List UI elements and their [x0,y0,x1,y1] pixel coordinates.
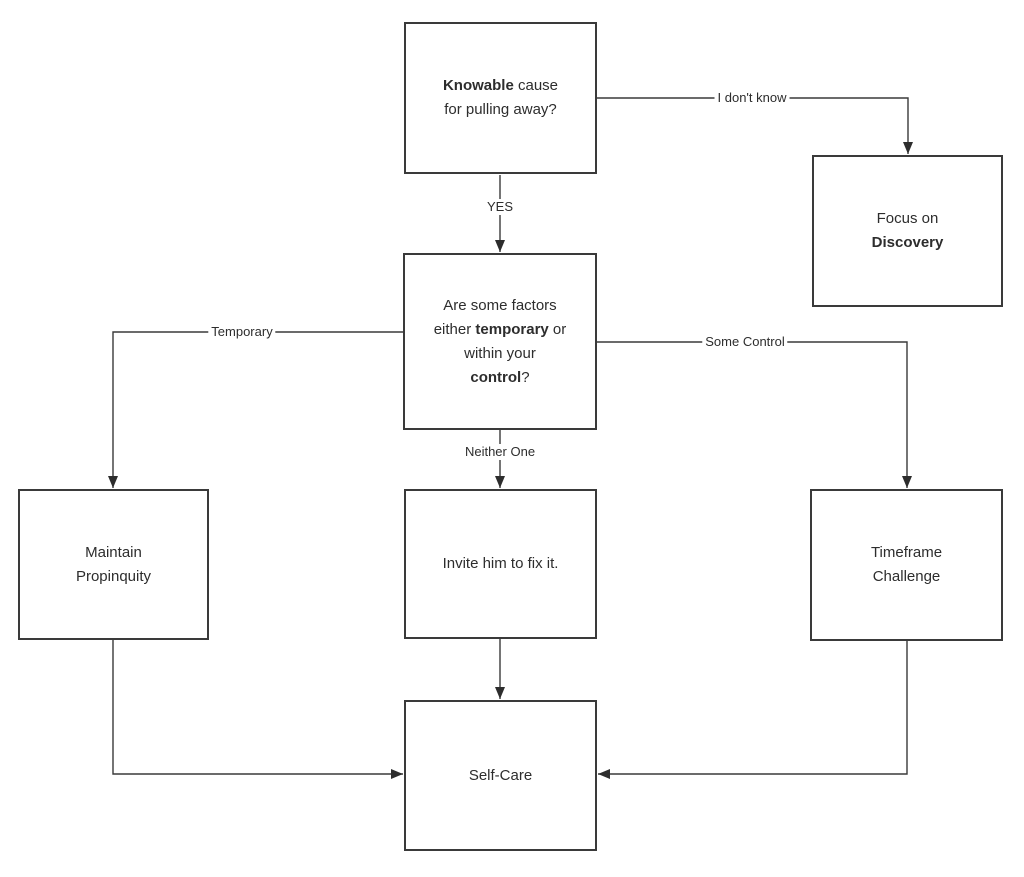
node-focus-on-discovery-label: Focus on Discovery [871,210,944,251]
edge-maintain-to-selfcare [112,640,403,779]
edge-label-yes: YES [483,199,517,215]
edge-label-some-control: Some Control [702,334,788,350]
node-maintain-propinquity-label: Maintain Propinquity [75,543,152,585]
edge-factors-to-maintain [108,331,403,488]
node-factors-question-label: Are some factors either temporary or wit… [433,296,567,386]
edge-label-neither-one: Neither One [461,444,539,460]
edge-label-temporary: Temporary [208,324,276,340]
node-invite-him-to-fix-it: Invite him to fix it. [404,489,597,639]
node-knowable-cause: Knowable cause for pulling away? [404,22,597,174]
node-maintain-propinquity: Maintain Propinquity [18,489,209,640]
node-invite-him-to-fix-it-label: Invite him to fix it. [442,555,559,572]
edge-knowable-to-discovery [597,97,913,154]
node-self-care: Self-Care [404,700,597,851]
edge-label-i-dont-know: I don't know [714,90,790,106]
node-timeframe-challenge: Timeframe Challenge [810,489,1003,641]
node-timeframe-challenge-label: Timeframe Challenge [870,544,943,585]
node-knowable-cause-label: Knowable cause for pulling away? [442,77,559,118]
edge-timeframe-to-selfcare [598,640,908,779]
node-self-care-label: Self-Care [468,766,533,784]
node-focus-on-discovery: Focus on Discovery [812,155,1003,307]
node-factors-question: Are some factors either temporary or wit… [403,253,597,430]
edge-factors-to-timeframe [597,341,912,488]
